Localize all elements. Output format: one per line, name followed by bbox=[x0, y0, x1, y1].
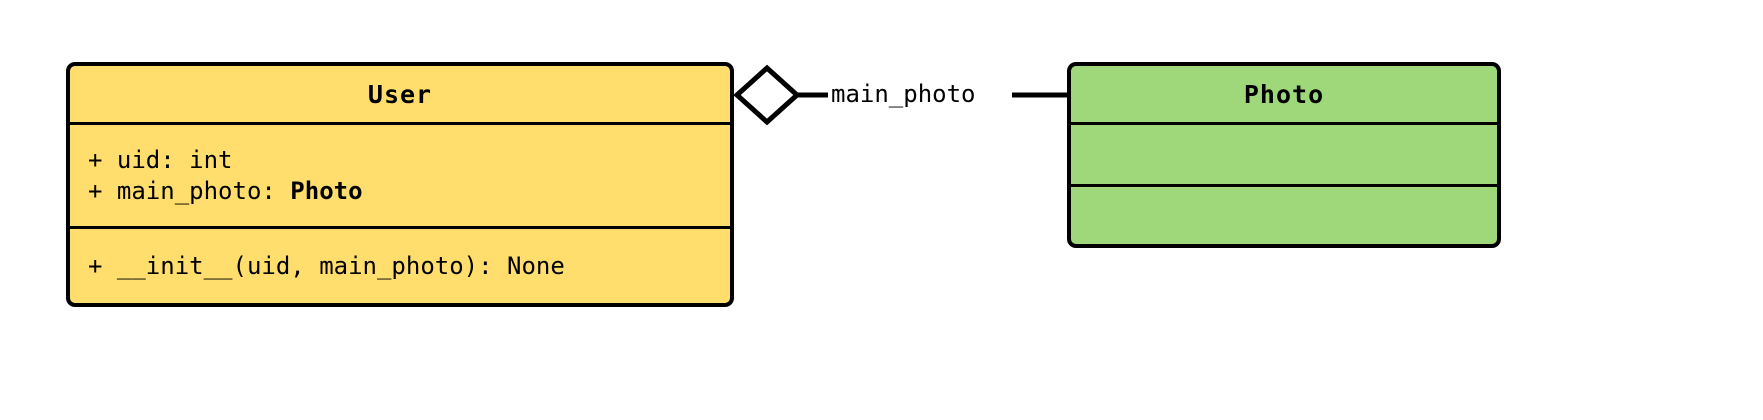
uml-class-photo-attributes bbox=[1071, 122, 1497, 184]
uml-attribute-main-photo-type: Photo bbox=[290, 176, 363, 205]
aggregation-role-label: main_photo bbox=[828, 80, 979, 108]
uml-attribute-uid: + uid: int bbox=[88, 145, 233, 174]
uml-method-init: + __init__(uid, main_photo): None bbox=[88, 251, 565, 280]
uml-class-user-title: User bbox=[367, 79, 433, 109]
uml-class-user-methods: + __init__(uid, main_photo): None bbox=[70, 226, 730, 303]
uml-class-user-attributes: + uid: int + main_photo: Photo bbox=[70, 122, 730, 226]
uml-class-photo-methods bbox=[1071, 184, 1497, 244]
aggregation-diamond-icon bbox=[733, 64, 801, 126]
uml-class-photo-title: Photo bbox=[1243, 79, 1325, 109]
uml-attribute-main-photo: + main_photo: Photo bbox=[88, 176, 712, 207]
uml-attribute-main-photo-prefix: + main_photo: bbox=[88, 176, 291, 205]
uml-class-photo[interactable]: Photo bbox=[1067, 62, 1501, 248]
uml-class-user[interactable]: User + uid: int + main_photo: Photo + __… bbox=[66, 62, 734, 307]
